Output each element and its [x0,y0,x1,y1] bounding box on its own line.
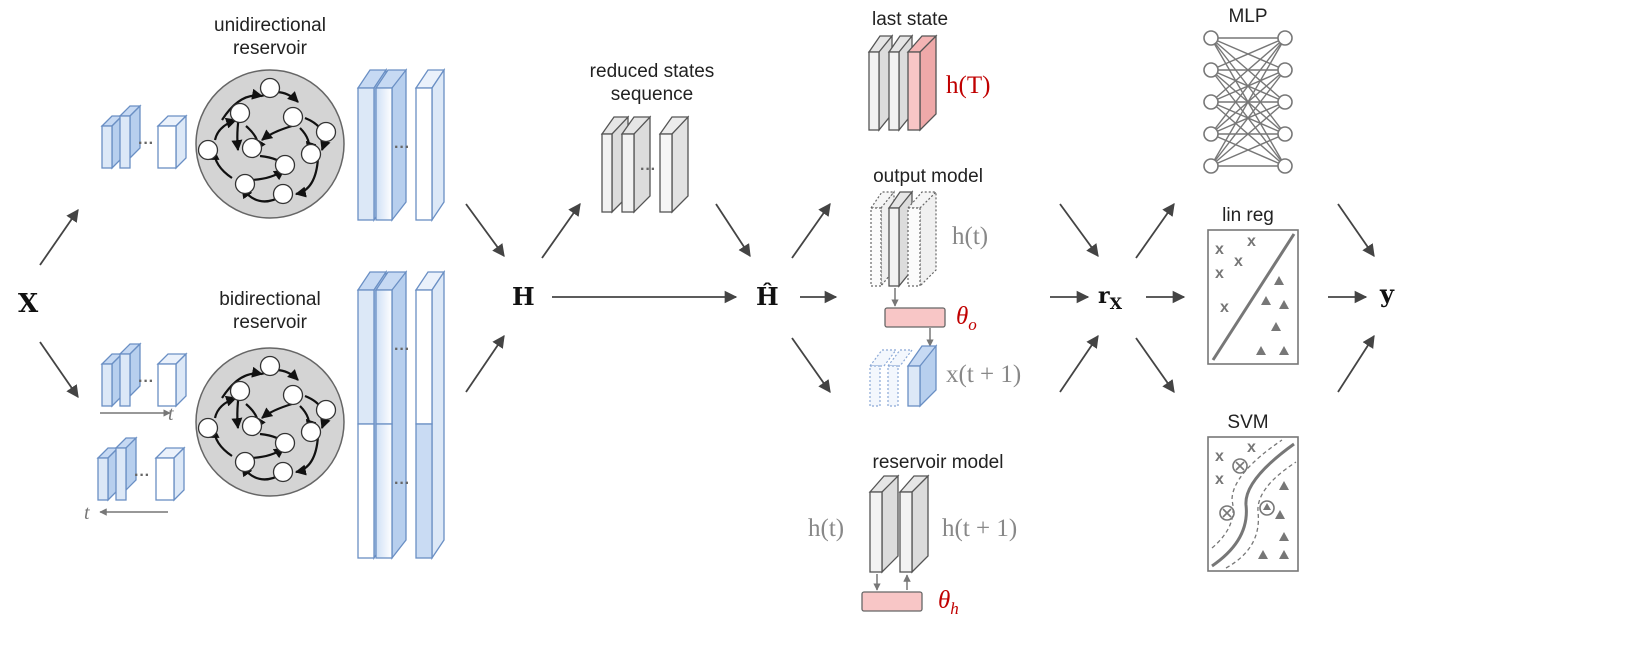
readout-svm-label: SVM [1227,412,1268,433]
arrow-last-state-to-rx [1059,203,1099,258]
reservoir-model-state-left: h(t) [808,515,844,542]
svg-text:x: x [1220,299,1229,316]
arrow-mlp-to-y [1337,203,1375,258]
svg-text:···: ··· [134,467,150,484]
output-model-title: output model [873,166,983,187]
svg-text:x: x [1215,471,1224,488]
svg-text:···: ··· [394,475,410,492]
last-state-formula: h(T) [946,72,990,99]
arrow-uni-to-h [465,203,505,258]
arrow-rx-to-svm [1135,337,1175,394]
output-model-slabs [868,190,946,408]
last-state-slabs [867,34,938,132]
input-symbol: X [18,289,39,319]
svg-text:···: ··· [394,139,410,156]
representation-symbol: rX [1098,283,1123,313]
svg-text:x: x [1215,448,1224,465]
bi-input-backward-sequence: ··· [96,436,186,516]
arrow-x-to-uni [39,208,79,266]
arrow-hhat-to-last-state [791,202,831,259]
svg-text:x: x [1215,265,1224,282]
arrow-rx-to-mlp [1135,202,1175,259]
svg-text:···: ··· [394,341,410,358]
reservoir-model-param: θh [938,587,959,618]
svg-text:x: x [1234,253,1243,270]
reduced-states-label-2: sequence [611,84,693,105]
last-state-title: last state [872,9,948,30]
output-model-next-input: x(t + 1) [946,361,1021,388]
reservoir-model-slabs [861,474,930,612]
svg-text:···: ··· [138,135,154,152]
arrow-svm-to-y [1337,334,1375,393]
reduced-states-label-1: reduced states [590,61,715,82]
bi-reservoir-label-1: bidirectional [219,289,320,310]
svg-text:x: x [1247,233,1256,250]
svg-text:x: x [1247,439,1256,456]
bi-reservoir-label-2: reservoir [233,312,308,333]
arrow-hhat-to-reservoir-model [791,337,831,394]
uni-states-sequence: ··· [356,67,446,223]
output-symbol: y [1379,279,1395,308]
bi-reservoir-network [195,347,345,497]
svg-text:x: x [1215,241,1224,258]
readout-linreg-label: lin reg [1222,205,1274,226]
output-model-readout-block [884,307,946,328]
reservoir-model-state-right: h(t + 1) [942,515,1017,542]
uni-reservoir-network [195,69,345,219]
reduced-states-sequence: ··· [600,115,690,214]
bi-states-sequence: ··· ··· [356,269,446,561]
arrow-h-to-reduction [541,202,581,259]
time-backward-label: t [84,502,90,524]
svg-text:···: ··· [640,161,656,178]
svg-text:···: ··· [138,373,154,390]
readout-mlp-label: MLP [1228,6,1267,27]
states-matrix-symbol: H [512,282,535,311]
output-model-param: θo [956,303,977,334]
uni-input-sequence: ··· [100,104,188,170]
bi-input-forward-sequence: ··· [100,342,188,417]
time-forward-label: t [168,403,174,425]
arrow-bi-to-h [465,334,505,393]
output-model-state: h(t) [952,223,988,250]
reduced-states-symbol: Ĥ [756,282,779,311]
arrow-reduction-to-hhat [715,203,751,258]
reservoir-model-title: reservoir model [873,452,1004,473]
arrow-reservoir-model-to-rx [1059,334,1099,393]
arrow-x-to-bi [39,341,79,399]
mlp-network-icon [1203,30,1293,174]
svm-plot-icon: xx x [1207,436,1299,572]
uni-reservoir-label-2: reservoir [233,38,308,59]
reservoir-model-readout-block [861,591,923,612]
uni-reservoir-label-1: unidirectional [214,15,326,36]
